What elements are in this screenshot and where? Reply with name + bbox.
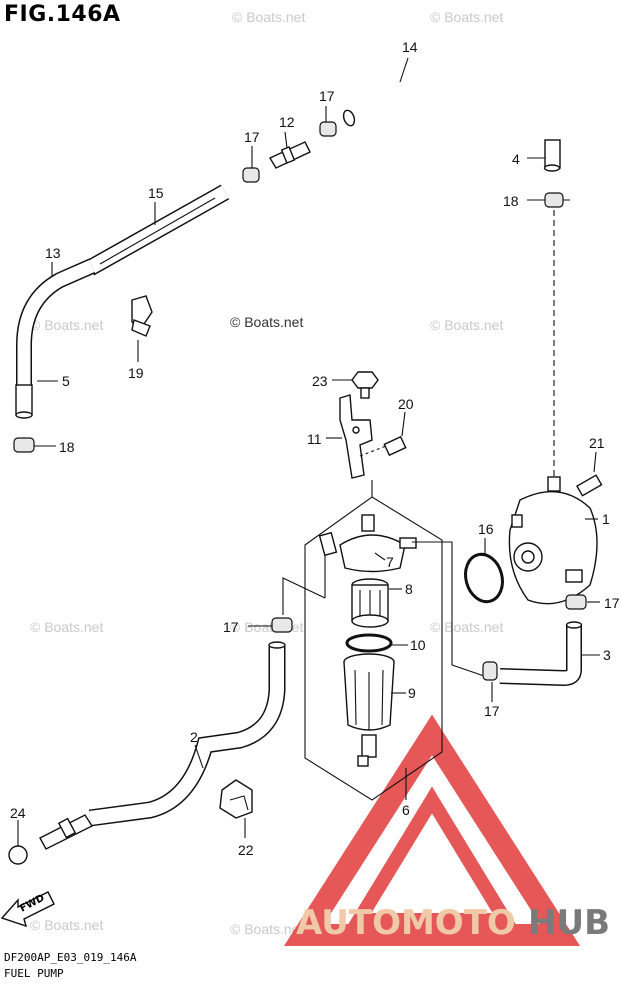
hose-5 xyxy=(15,384,33,419)
callout-8: 8 xyxy=(405,581,413,597)
clip-19 xyxy=(131,295,153,337)
leader-line xyxy=(282,577,326,615)
callout-1: 1 xyxy=(602,511,610,527)
clamp-18 xyxy=(13,437,35,453)
callout-21: 21 xyxy=(589,435,605,451)
hose-14 xyxy=(342,43,559,140)
bracket-11 xyxy=(339,394,373,479)
hose-15 xyxy=(85,184,230,276)
bolt-23 xyxy=(351,371,379,399)
brand-text-hub: HUB xyxy=(528,903,610,943)
fuel-pump-1 xyxy=(508,476,598,605)
callout-5: 5 xyxy=(62,373,70,389)
callout-10: 10 xyxy=(410,637,426,653)
callout-13: 13 xyxy=(45,245,61,261)
callout-17: 17 xyxy=(319,88,335,104)
clamp-17 xyxy=(319,121,337,137)
callout-16: 16 xyxy=(478,521,494,537)
clamp-17 xyxy=(565,594,587,610)
figure-title: FIG.146A xyxy=(4,2,121,27)
callout-23: 23 xyxy=(312,373,328,389)
watermark: © Boats.net xyxy=(232,9,305,25)
o-ring-10 xyxy=(345,633,393,653)
logo-triangle-outer xyxy=(283,714,581,946)
cap-24 xyxy=(8,845,28,865)
callout-24: 24 xyxy=(10,805,26,821)
leader-line xyxy=(412,541,491,679)
watermark: © Boats.net xyxy=(430,317,503,333)
watermark-main: © Boats.net xyxy=(230,314,303,330)
o-ring-16 xyxy=(464,552,504,604)
footer-code: DF200AP_E03_019_146A xyxy=(4,951,137,964)
watermark: © Boats.net xyxy=(30,917,103,933)
callout-17: 17 xyxy=(223,619,239,635)
watermark: © Boats.net xyxy=(430,619,503,635)
hose-13 xyxy=(16,258,96,400)
clamp-17 xyxy=(242,167,260,183)
fitting-12 xyxy=(268,141,311,169)
callout-2: 2 xyxy=(190,729,198,745)
watermark: © Boats.net xyxy=(30,619,103,635)
watermark: © Boats.net xyxy=(30,317,103,333)
callout-17: 17 xyxy=(604,595,620,611)
filter-element-8 xyxy=(351,578,389,628)
callout-15: 15 xyxy=(148,185,164,201)
callout-18: 18 xyxy=(503,193,519,209)
bolt-20 xyxy=(359,435,407,457)
callout-6: 6 xyxy=(402,802,410,818)
callout-9: 9 xyxy=(408,685,416,701)
callout-14: 14 xyxy=(402,39,418,55)
filter-cup-9 xyxy=(343,653,395,767)
callout-22: 22 xyxy=(238,842,254,858)
filter-assembly-6 xyxy=(304,480,443,801)
clip-22 xyxy=(219,779,253,819)
watermark: © Boats.net xyxy=(430,9,503,25)
callout-19: 19 xyxy=(128,365,144,381)
callout-4: 4 xyxy=(512,151,520,167)
hose-2 xyxy=(88,641,286,827)
brand-logo xyxy=(283,714,581,946)
callout-17: 17 xyxy=(244,129,260,145)
callout-20: 20 xyxy=(398,396,414,412)
callout-18: 18 xyxy=(59,439,75,455)
logo-triangle-inner xyxy=(346,786,518,927)
filter-head-7 xyxy=(318,514,417,573)
clamp-17 xyxy=(482,661,498,681)
callout-11: 11 xyxy=(307,431,322,447)
clamp-17 xyxy=(271,617,293,633)
callout-17: 17 xyxy=(484,703,500,719)
callout-7: 7 xyxy=(386,554,394,570)
hose-4 xyxy=(543,139,561,172)
bolt-21 xyxy=(576,474,603,497)
callout-3: 3 xyxy=(603,647,611,663)
watermark: © Boats.net xyxy=(230,921,303,937)
hose-3 xyxy=(499,621,583,687)
brand-text: AUTOMOTO xyxy=(296,903,516,943)
callouts: 14 17 12 17 4 18 15 13 5 18 19 23 11 20 … xyxy=(10,39,620,858)
callout-12: 12 xyxy=(279,114,295,130)
footer-name: FUEL PUMP xyxy=(4,967,64,980)
connector-24 xyxy=(39,814,94,850)
